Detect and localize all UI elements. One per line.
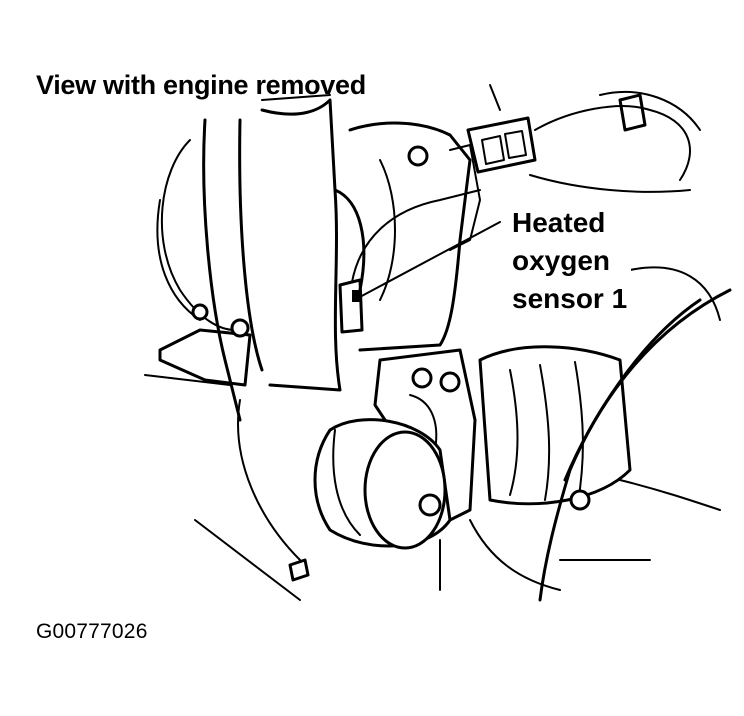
harness-bracket [618,93,647,132]
callout-line-1: Heated [512,207,606,238]
connector-slot-2 [504,130,527,159]
manifold-outline [348,121,472,352]
left-wire [160,139,236,331]
callout-line-2: oxygen [512,245,611,276]
right-upper-bundle [489,84,501,111]
transmission-rib-2 [539,364,551,501]
harness-upper-2 [599,90,701,131]
transmission-rib-1 [509,369,519,496]
engine-block-top [261,94,331,101]
left-wire-2 [156,199,201,321]
harness-upper [534,105,691,181]
right-frame-top [629,266,721,321]
transmission-rib-3 [574,361,584,503]
mount-bolt-upper-1 [411,367,433,389]
left-bottom-line [144,374,231,386]
mount-cylinder-face [363,430,447,550]
bottom-left-diagonal [194,519,301,601]
engine-block-outline [260,98,342,392]
sensor-body [338,278,364,334]
lower-small-bracket [288,558,310,582]
sensor-wire [351,189,481,283]
left-frame-rail [202,118,242,422]
left-frame-rail-inner [238,118,264,372]
manifold-stud [407,145,429,167]
right-frame-lower [619,479,721,511]
mount-bolt-upper-2 [439,371,461,393]
sensor-harness [449,144,481,251]
callout-leader [357,221,501,299]
sensor-tip [352,290,362,302]
mount-cylinder-line [332,429,361,536]
left-bracket [158,328,252,387]
mount-center-bolt [418,493,442,517]
callout-line-3: sensor 1 [512,283,628,314]
mount-inner-edge [409,394,438,451]
figure-id: G00777026 [36,620,148,643]
bracket-nut [230,318,250,338]
transmission-housing [478,345,632,506]
right-harness [529,174,691,193]
diagram-title: View with engine removed [36,70,366,100]
right-cable-2 [563,298,702,482]
cable-clamp-bolt [569,489,591,511]
sensor-callout-label: Heated oxygen sensor 1 [508,204,632,318]
right-cable [538,288,732,602]
left-lower-line [237,399,301,561]
connector-slot [481,135,505,165]
engine-block-curve [333,188,366,292]
manifold-rib [379,159,396,301]
lower-center-line-2 [469,519,561,591]
bracket-bolt [191,303,209,321]
